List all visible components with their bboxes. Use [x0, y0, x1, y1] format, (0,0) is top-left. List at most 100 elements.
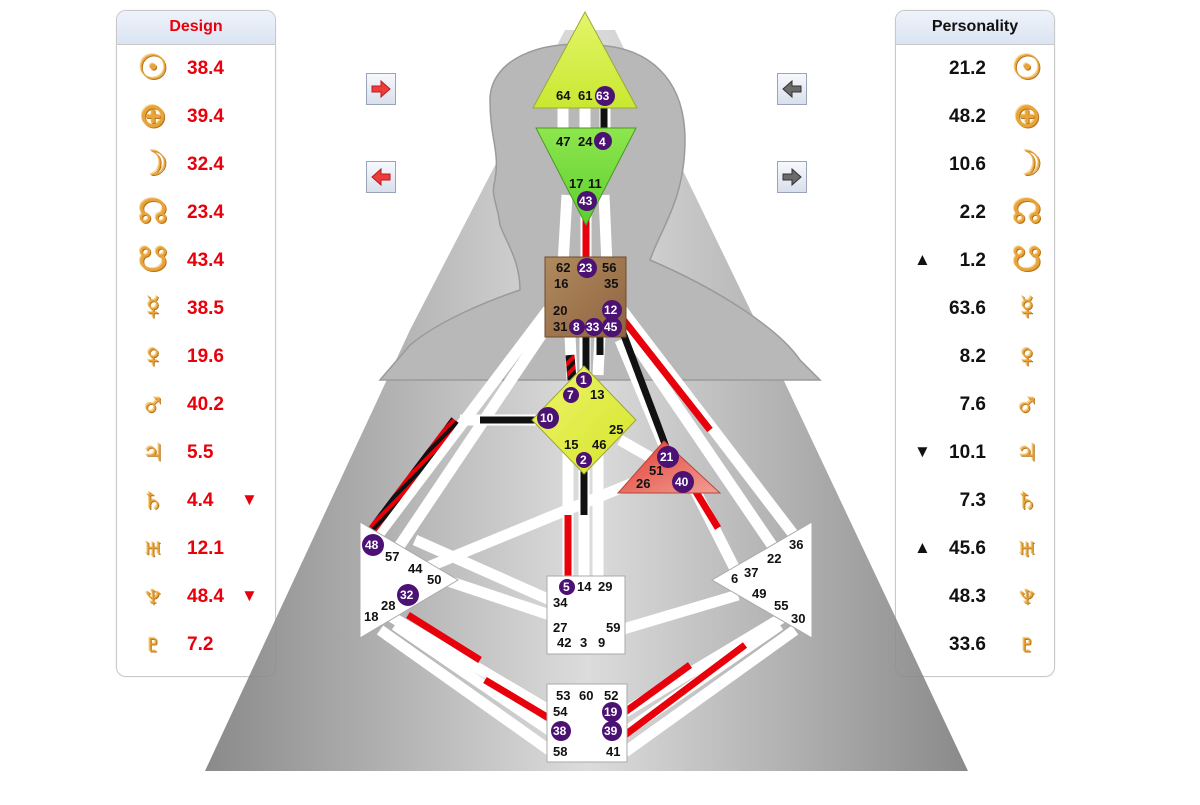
exaltation-mark: ▼ [241, 490, 258, 509]
saturn-icon: ♄ [1014, 481, 1040, 519]
spleen-center: 48 57 44 50 32 28 18 [359, 521, 459, 639]
personality-planet-row: ☽ 10.6 [896, 141, 1054, 189]
personality-panel: Personality ☉21.2⊕48.2☽10.6☊2.2☋1.2▲☿63.… [895, 10, 1055, 677]
personality-forward-button[interactable] [777, 161, 807, 193]
gate-label: 54 [553, 704, 568, 719]
design-planet-row: ♂40.2 [117, 381, 275, 429]
design-back-button[interactable] [366, 161, 396, 193]
planet-value: 63.6 [949, 298, 986, 319]
mercury-icon: ☿ [140, 289, 166, 327]
design-planet-row: ☋ 43.4 [117, 237, 275, 285]
planet-value: 39.4 [187, 106, 224, 127]
planet-value: 8.2 [959, 346, 986, 367]
design-planet-row: ☽32.4 [117, 141, 275, 189]
gate-label-active: 43 [579, 194, 593, 208]
gate-label: 20 [553, 303, 567, 318]
gate-label: 6 [731, 571, 738, 586]
gate-label: 50 [427, 572, 441, 587]
gate-label: 42 [557, 635, 571, 650]
uranus-icon: ♅ [140, 529, 166, 567]
gate-label: 22 [767, 551, 781, 566]
neptune-icon: ♆ [1014, 577, 1040, 615]
gate-label: 55 [774, 598, 788, 613]
gate-label-active: 63 [596, 89, 610, 103]
planet-value: 10.6 [949, 154, 986, 175]
gate-label: 34 [553, 595, 568, 610]
gate-label-active: 2 [580, 453, 587, 467]
personality-planet-row: ☋ 1.2 ▲ [896, 237, 1054, 285]
gate-label: 62 [556, 260, 570, 275]
design-planet-row: ♇7.2 [117, 621, 275, 669]
heart-center: 21 51 26 40 [616, 440, 722, 494]
gate-label: 3 [580, 635, 587, 650]
north-node-icon: ☊ [137, 193, 169, 231]
design-planet-row: ☊ 23.4 [117, 189, 275, 237]
design-planet-row: ♅ 12.1 [117, 525, 275, 573]
south-node-icon: ☋ [137, 241, 169, 279]
gate-label: 16 [554, 276, 568, 291]
personality-planet-row: ☉21.2 [896, 45, 1054, 93]
design-panel-title: Design [117, 11, 275, 45]
saturn-icon: ♄ [140, 481, 166, 519]
design-planet-list: ☉38.4⊕39.4☽32.4☊23.4☋43.4☿38.5♀19.6♂40.2… [117, 45, 275, 669]
gate-label: 37 [744, 565, 758, 580]
arrow-right-icon [371, 79, 391, 99]
planet-value: 23.4 [187, 202, 224, 223]
personality-panel-title: Personality [896, 11, 1054, 45]
jupiter-icon: ♃ [140, 433, 166, 471]
gate-label-active: 48 [365, 538, 379, 552]
design-planet-row: ♀19.6 [117, 333, 275, 381]
earth-icon: ⊕ [138, 97, 168, 135]
gate-label: 60 [579, 688, 593, 703]
planet-value: 45.6 [949, 538, 986, 559]
exaltation-mark: ▼ [241, 586, 258, 605]
gate-label: 26 [636, 476, 650, 491]
root-center: 53 60 52 54 19 38 39 58 41 [546, 683, 628, 763]
gate-label-active: 38 [553, 724, 567, 738]
gate-label-active: 45 [604, 320, 618, 334]
planet-value: 19.6 [187, 346, 224, 367]
planet-value: 2.2 [959, 202, 986, 223]
personality-planet-row: ♆ 48.3 [896, 573, 1054, 621]
sacral-center: 5 14 29 34 27 59 42 3 9 [546, 575, 626, 655]
gate-label-active: 33 [586, 320, 600, 334]
design-forward-button[interactable] [366, 73, 396, 105]
moon-icon: ☽ [1011, 145, 1043, 183]
design-planet-row: ♆ 48.4 ▼ [117, 573, 275, 621]
neptune-icon: ♆ [140, 577, 166, 615]
planet-value: 1.2 [959, 250, 986, 271]
gate-label-active: 12 [604, 303, 618, 317]
gate-label-active: 40 [675, 475, 689, 489]
gate-label: 52 [604, 688, 618, 703]
gate-label-active: 39 [604, 724, 618, 738]
gate-label-active: 21 [660, 450, 674, 464]
mars-icon: ♂ [140, 385, 166, 423]
personality-planet-row: ⊕48.2 [896, 93, 1054, 141]
exaltation-mark: ▲ [914, 250, 931, 269]
gate-label: 17 [569, 176, 583, 191]
personality-back-button[interactable] [777, 73, 807, 105]
gate-label: 13 [590, 387, 604, 402]
gate-label-active: 8 [573, 320, 580, 334]
south-node-icon: ☋ [1011, 241, 1043, 279]
exaltation-mark: ▲ [914, 538, 931, 557]
gate-label: 30 [791, 611, 805, 626]
planet-value: 48.3 [949, 586, 986, 607]
gate-label: 24 [578, 134, 593, 149]
gate-label: 29 [598, 579, 612, 594]
gate-label-active: 5 [563, 580, 570, 594]
gate-label: 41 [606, 744, 620, 759]
planet-value: 48.4 [187, 586, 224, 607]
planet-value: 38.5 [187, 298, 224, 319]
jupiter-icon: ♃ [1014, 433, 1040, 471]
planet-value: 12.1 [187, 538, 224, 559]
gate-label-active: 19 [604, 705, 618, 719]
gate-label: 53 [556, 688, 570, 703]
personality-planet-row: ♃10.1▼ [896, 429, 1054, 477]
planet-value: 7.6 [959, 394, 986, 415]
throat-center: 62 23 56 16 35 20 12 31 8 33 45 [544, 256, 627, 338]
planet-value: 5.5 [187, 442, 214, 463]
gate-label: 51 [649, 463, 663, 478]
planet-value: 43.4 [187, 250, 224, 271]
